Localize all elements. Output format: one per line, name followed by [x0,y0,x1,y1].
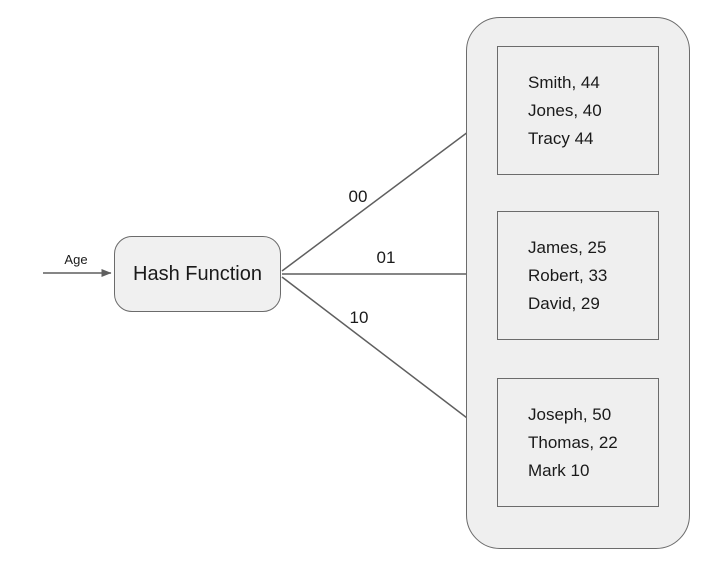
bucket-entry: Tracy 44 [528,128,594,148]
buckets-container: Smith, 44 Jones, 40 Tracy 44 James, 25 R… [466,17,690,549]
bucket-00: Smith, 44 Jones, 40 Tracy 44 [497,46,659,175]
edge-arrow-10 [281,276,493,438]
bucket-entry: Joseph, 50 [528,404,612,424]
bucket-entry: David, 29 [528,293,600,313]
input-label: Age [64,252,88,267]
hash-function-label: Hash Function [133,262,262,285]
edge-label-01: 01 [376,248,396,267]
bucket-entry: Robert, 33 [528,265,608,285]
edge-label-00: 00 [348,187,368,206]
bucket-entry: James, 25 [528,237,607,257]
hash-function-node: Hash Function [114,236,281,312]
bucket-10: Joseph, 50 Thomas, 22 Mark 10 [497,378,659,507]
bucket-entry: Thomas, 22 [528,432,618,452]
edge-label-10: 10 [349,308,369,327]
edge-arrow-00 [281,113,493,272]
bucket-01: James, 25 Robert, 33 David, 29 [497,211,659,340]
bucket-entry: Smith, 44 [528,72,600,92]
bucket-entry: Jones, 40 [528,100,602,120]
bucket-entry: Mark 10 [528,460,590,480]
